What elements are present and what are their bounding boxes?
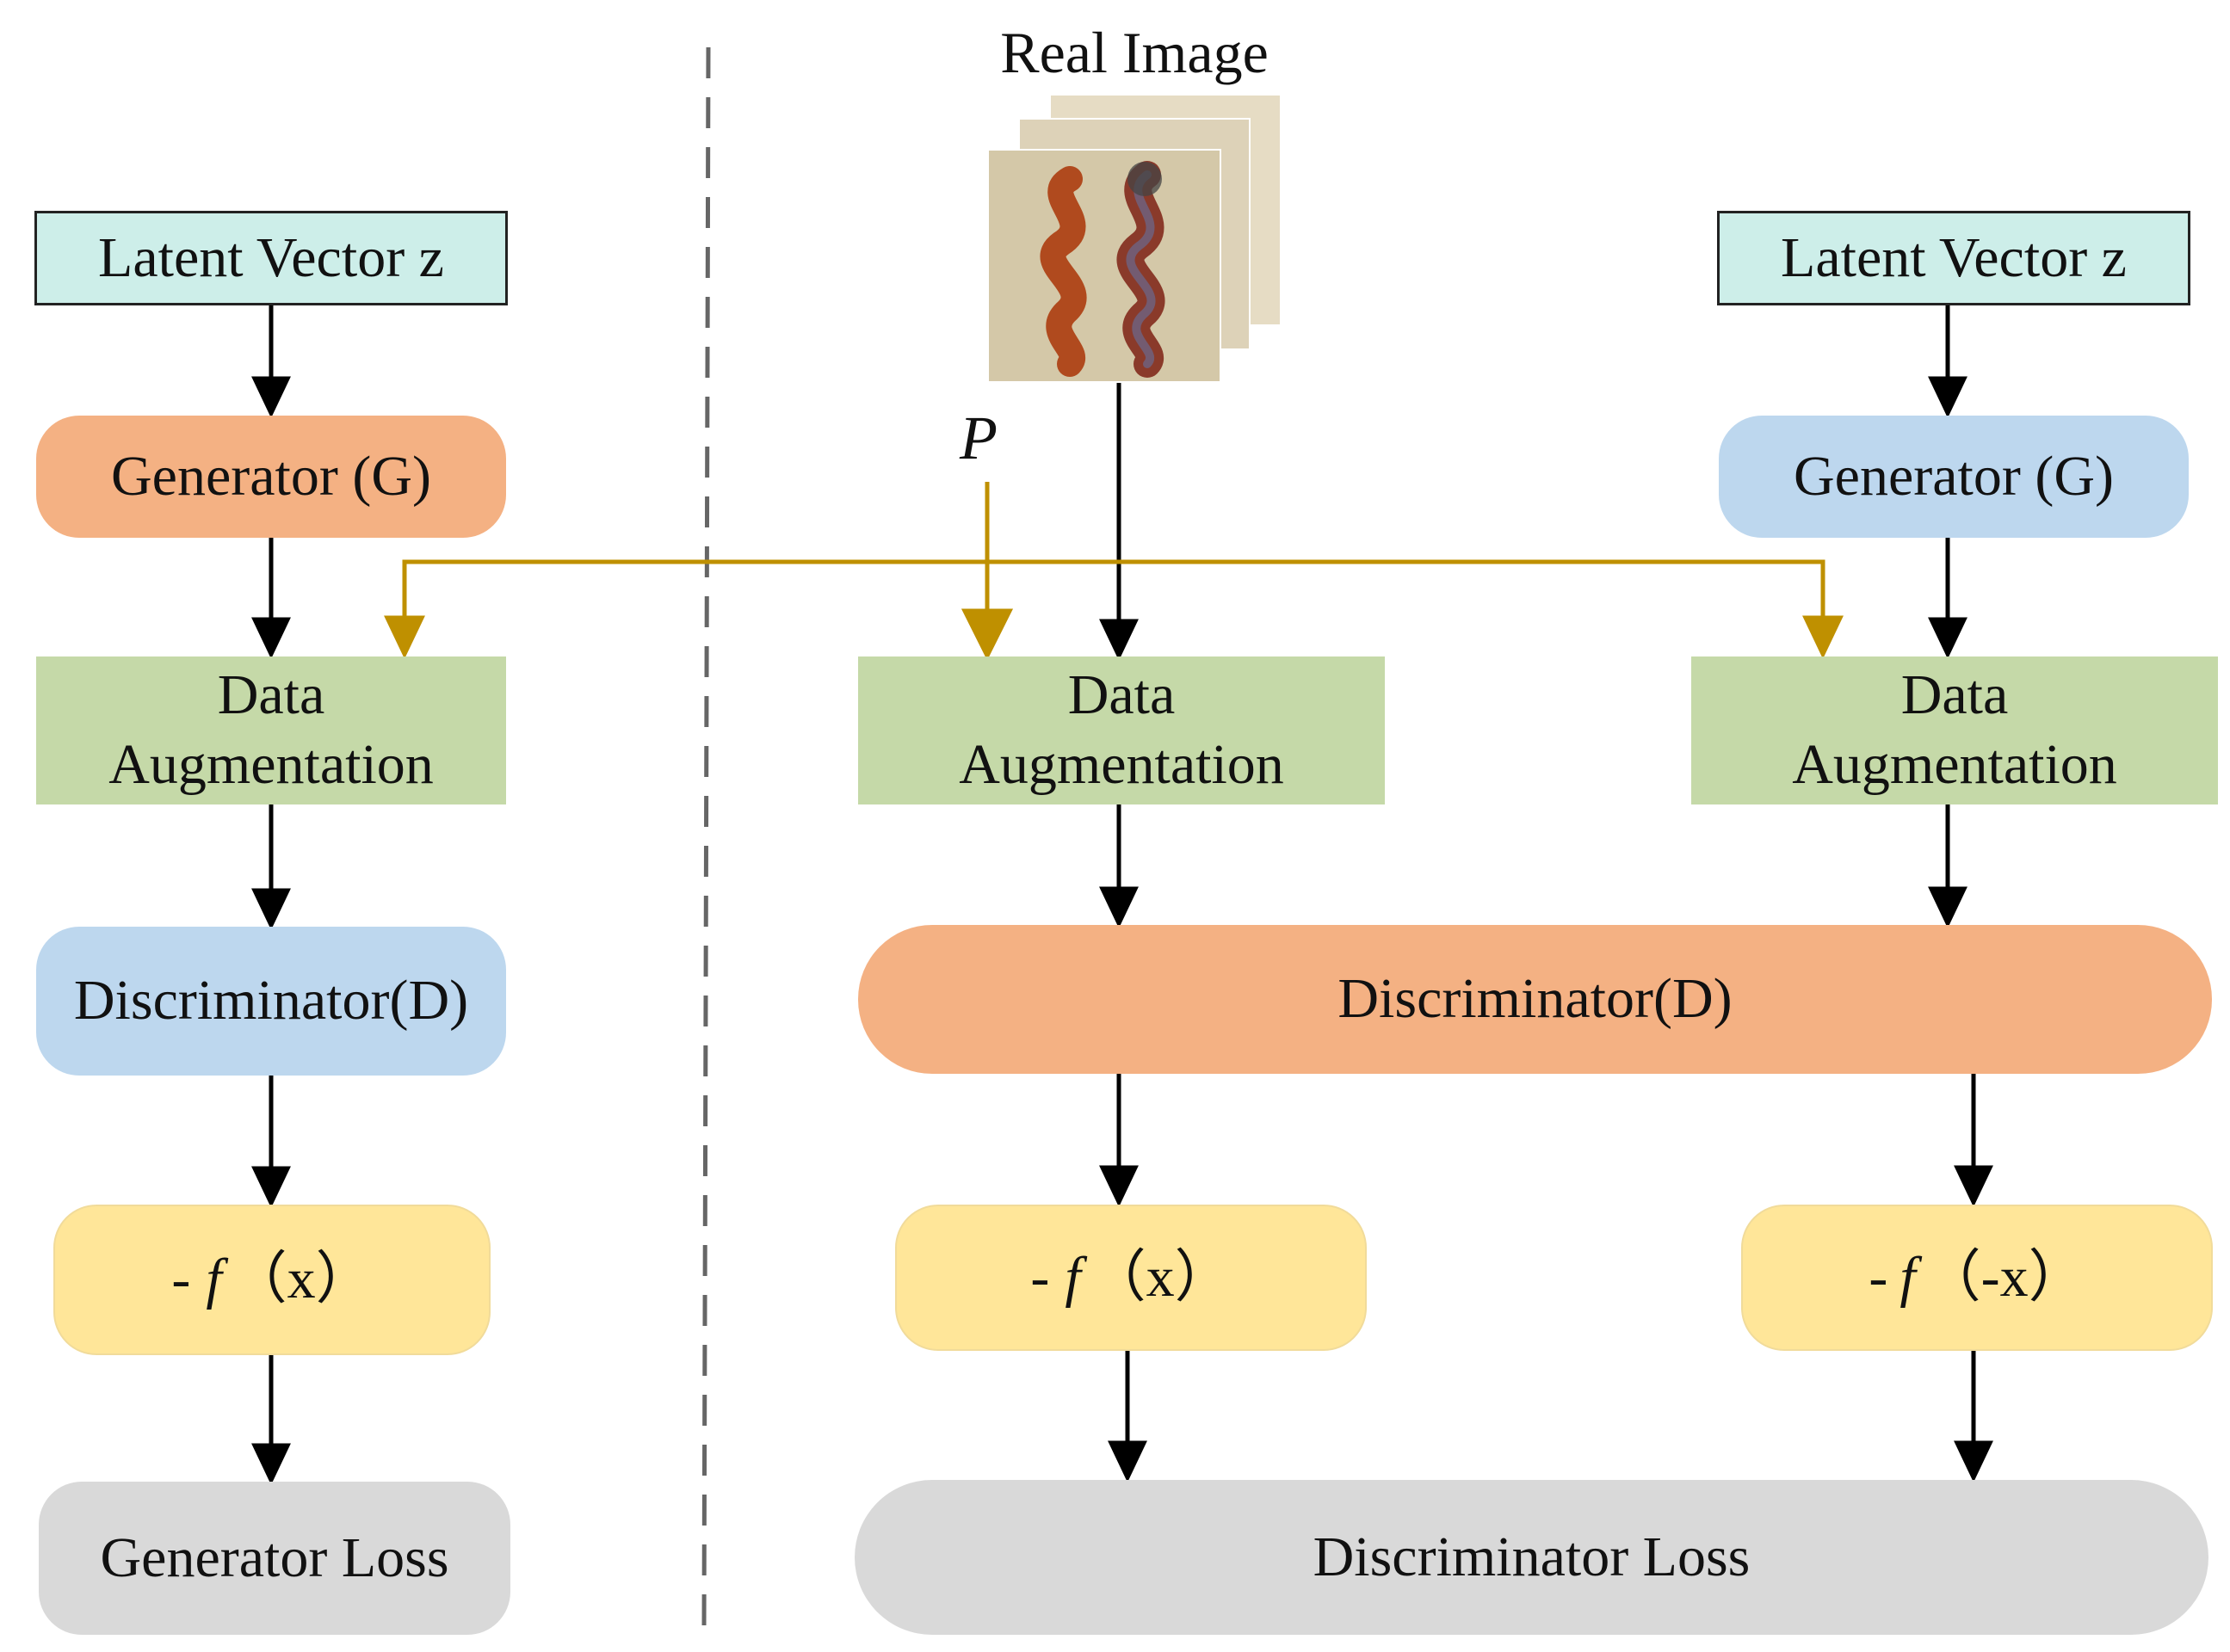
left-generator-box: Generator (G) [36, 416, 506, 538]
augment-probability-connectors [384, 482, 1844, 661]
left-augmentation-line1: Data [217, 663, 325, 727]
left-generator-loss-box: Generator Loss [39, 1482, 510, 1635]
right-fake-f-arg: （-x） [1924, 1245, 2085, 1309]
right-discriminator-box: Discriminator(D) [858, 925, 2212, 1074]
left-f-arg: （x） [230, 1248, 373, 1311]
real-image-label: Real Image [1000, 20, 1269, 85]
right-discriminator-text: Discriminator(D) [1337, 967, 1733, 1031]
right-real-augmentation-line1: Data [1067, 663, 1176, 727]
right-fake-augmentation-box: Data Augmentation [1691, 656, 2218, 804]
right-fake-augmentation-line2: Augmentation [1792, 733, 2117, 796]
right-arrows [1099, 305, 1993, 1482]
probability-p-label: P [960, 404, 998, 472]
left-latent-vector-text: Latent Vector z [98, 225, 444, 289]
right-real-augmentation-line2: Augmentation [959, 733, 1284, 796]
left-f-box: - f （x） [53, 1205, 491, 1355]
left-arrows [251, 305, 291, 1485]
right-real-f-minus: - [1030, 1245, 1050, 1309]
right-real-f-arg: （x） [1089, 1245, 1232, 1309]
left-augmentation-box: Data Augmentation [36, 656, 506, 804]
right-generator-text: Generator (G) [1794, 444, 2114, 508]
left-discriminator-text: Discriminator(D) [73, 969, 469, 1032]
left-discriminator-box: Discriminator(D) [36, 927, 506, 1076]
divider-dashed-line [701, 46, 711, 1631]
right-latent-vector-text: Latent Vector z [1781, 225, 2127, 289]
left-augmentation-line2: Augmentation [108, 733, 434, 796]
right-fake-f-box: - f （-x） [1741, 1205, 2213, 1351]
right-discriminator-loss-box: Discriminator Loss [855, 1480, 2208, 1635]
right-fake-f-minus: - [1869, 1245, 1888, 1309]
left-latent-vector-box: Latent Vector z [34, 211, 508, 305]
right-fake-f-symbol: f [1900, 1245, 1916, 1309]
left-generator-text: Generator (G) [111, 444, 431, 508]
right-real-f-box: - f （x） [895, 1205, 1367, 1351]
right-discriminator-loss-text: Discriminator Loss [1313, 1525, 1751, 1588]
right-generator-box: Generator (G) [1719, 416, 2189, 538]
right-real-augmentation-box: Data Augmentation [858, 656, 1385, 804]
right-real-f-symbol: f [1065, 1245, 1081, 1309]
left-f-symbol: f [206, 1248, 222, 1311]
left-f-minus: - [171, 1248, 191, 1311]
left-generator-loss-text: Generator Loss [100, 1526, 449, 1589]
right-latent-vector-box: Latent Vector z [1717, 211, 2190, 305]
real-image-stack [988, 94, 1281, 383]
right-fake-augmentation-line1: Data [1900, 663, 2009, 727]
